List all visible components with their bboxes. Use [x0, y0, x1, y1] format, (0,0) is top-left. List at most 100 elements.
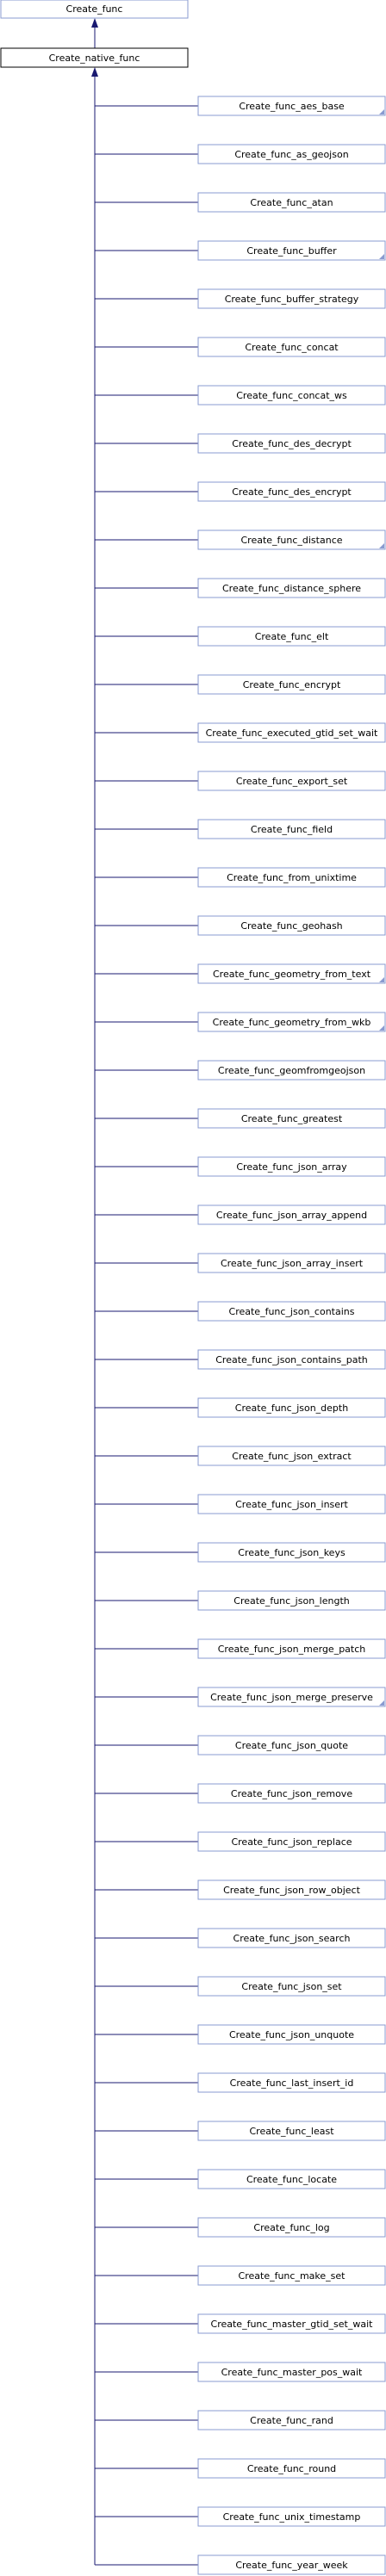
derived-class-node[interactable]: Create_func_json_array_append — [197, 1204, 386, 1225]
derived-class-label: Create_func_atan — [250, 197, 333, 208]
truncated-subtree-icon — [379, 977, 384, 982]
derived-class-node[interactable]: Create_func_des_encrypt — [197, 481, 386, 502]
derived-class-node[interactable]: Create_func_encrypt — [197, 674, 386, 695]
derived-class-label: Create_func_executed_gtid_set_wait — [206, 728, 378, 739]
derived-class-node[interactable]: Create_func_as_geojson — [197, 144, 386, 164]
derived-class-node[interactable]: Create_func_geometry_from_wkb — [197, 1012, 386, 1032]
derived-class-label: Create_func_des_encrypt — [232, 486, 352, 498]
derived-class-node[interactable]: Create_func_json_contains_path — [197, 1349, 386, 1370]
truncated-subtree-icon — [379, 1025, 384, 1031]
derived-class-label: Create_func_least — [249, 2126, 334, 2137]
derived-class-label: Create_func_json_unquote — [229, 2029, 354, 2040]
derived-class-node[interactable]: Create_func_locate — [197, 2169, 386, 2189]
derived-class-node[interactable]: Create_func_field — [197, 819, 386, 839]
derived-class-label: Create_func_json_replace — [231, 1836, 352, 1848]
derived-class-label: Create_func_concat — [245, 342, 339, 353]
arrowhead-icon — [91, 18, 98, 28]
derived-class-label: Create_func_json_set — [241, 1981, 342, 1992]
derived-class-label: Create_func_buffer — [246, 245, 337, 257]
derived-class-node[interactable]: Create_func_distance_sphere — [197, 578, 386, 598]
derived-class-node[interactable]: Create_func_geohash — [197, 915, 386, 936]
derived-class-node[interactable]: Create_func_json_quote — [197, 1735, 386, 1756]
derived-class-label: Create_func_json_keys — [238, 1547, 346, 1558]
derived-class-node[interactable]: Create_func_master_gtid_set_wait — [197, 2313, 386, 2334]
derived-class-node[interactable]: Create_func_unix_timestamp — [197, 2506, 386, 2527]
derived-class-label: Create_func_locate — [246, 2174, 337, 2185]
current-class-node: Create_native_func — [0, 47, 189, 68]
derived-class-label: Create_func_encrypt — [243, 679, 341, 690]
base-class-node[interactable]: Create_func — [0, 0, 189, 19]
derived-class-node[interactable]: Create_func_make_set — [197, 2265, 386, 2286]
derived-class-label: Create_func_json_depth — [235, 1403, 348, 1414]
derived-class-label: Create_func_json_quote — [235, 1740, 348, 1751]
derived-class-node[interactable]: Create_func_round — [197, 2458, 386, 2479]
derived-class-node[interactable]: Create_func_distance — [197, 529, 386, 550]
derived-class-node[interactable]: Create_func_elt — [197, 626, 386, 647]
derived-class-node[interactable]: Create_func_json_search — [197, 1928, 386, 1948]
derived-class-label: Create_func_master_pos_wait — [221, 2367, 363, 2378]
truncated-subtree-icon — [379, 543, 384, 548]
derived-class-node[interactable]: Create_func_export_set — [197, 771, 386, 791]
derived-class-label: Create_func_distance_sphere — [222, 583, 361, 594]
derived-class-node[interactable]: Create_func_json_array_insert — [197, 1253, 386, 1273]
derived-class-node[interactable]: Create_func_least — [197, 2121, 386, 2141]
derived-class-node[interactable]: Create_func_buffer — [197, 240, 386, 261]
derived-class-node[interactable]: Create_func_json_merge_preserve — [197, 1687, 386, 1707]
derived-class-nodes: Create_func_aes_baseCreate_func_as_geojs… — [197, 96, 386, 2575]
derived-class-node[interactable]: Create_func_json_unquote — [197, 2024, 386, 2045]
derived-class-node[interactable]: Create_func_json_remove — [197, 1783, 386, 1804]
derived-class-node[interactable]: Create_func_concat_ws — [197, 385, 386, 406]
derived-class-node[interactable]: Create_func_log — [197, 2217, 386, 2238]
arrowhead-icon — [91, 67, 98, 77]
derived-class-label: Create_func_export_set — [236, 776, 348, 787]
derived-class-node[interactable]: Create_func_geometry_from_text — [197, 963, 386, 984]
derived-class-label: Create_func_json_contains — [229, 1306, 355, 1317]
derived-class-node[interactable]: Create_func_geomfromgeojson — [197, 1060, 386, 1081]
derived-class-node[interactable]: Create_func_json_keys — [197, 1542, 386, 1563]
derived-class-node[interactable]: Create_func_concat — [197, 337, 386, 357]
derived-class-node[interactable]: Create_func_json_length — [197, 1590, 386, 1611]
derived-class-label: Create_func_geometry_from_text — [213, 969, 371, 980]
derived-class-label: Create_func_from_unixtime — [227, 872, 357, 883]
derived-class-node[interactable]: Create_func_greatest — [197, 1108, 386, 1129]
derived-class-label: Create_func_unix_timestamp — [223, 2511, 361, 2523]
derived-class-node[interactable]: Create_func_master_pos_wait — [197, 2362, 386, 2382]
derived-class-label: Create_func_json_merge_preserve — [210, 1692, 373, 1703]
derived-class-label: Create_func_json_contains_path — [215, 1354, 368, 1365]
derived-class-node[interactable]: Create_func_json_contains — [197, 1301, 386, 1322]
derived-class-node[interactable]: Create_func_last_insert_id — [197, 2072, 386, 2093]
derived-class-node[interactable]: Create_func_json_array — [197, 1156, 386, 1177]
derived-class-label: Create_func_field — [251, 824, 333, 835]
derived-class-node[interactable]: Create_func_des_decrypt — [197, 433, 386, 454]
derived-class-label: Create_func_geohash — [240, 920, 342, 932]
derived-class-node[interactable]: Create_func_json_merge_patch — [197, 1638, 386, 1659]
base-class-label: Create_func — [66, 3, 123, 15]
derived-class-node[interactable]: Create_func_from_unixtime — [197, 867, 386, 888]
derived-class-label: Create_func_json_merge_patch — [218, 1644, 366, 1655]
derived-class-node[interactable]: Create_func_aes_base — [197, 96, 386, 116]
derived-class-node[interactable]: Create_func_rand — [197, 2410, 386, 2430]
derived-class-label: Create_func_distance — [240, 535, 342, 546]
derived-class-label: Create_func_elt — [255, 631, 329, 642]
current-class-label: Create_native_func — [49, 53, 140, 64]
derived-class-label: Create_func_json_search — [233, 1933, 351, 1944]
derived-class-node[interactable]: Create_func_json_set — [197, 1976, 386, 1997]
derived-class-label: Create_func_log — [253, 2222, 329, 2233]
truncated-subtree-icon — [379, 109, 384, 115]
derived-class-node[interactable]: Create_func_json_replace — [197, 1831, 386, 1852]
derived-class-node[interactable]: Create_func_json_row_object — [197, 1879, 386, 1900]
derived-class-label: Create_func_json_array_append — [216, 1210, 367, 1221]
derived-class-node[interactable]: Create_func_buffer_strategy — [197, 288, 386, 309]
derived-class-node[interactable]: Create_func_atan — [197, 192, 386, 213]
derived-class-label: Create_func_rand — [250, 2415, 333, 2426]
derived-class-node[interactable]: Create_func_year_week — [197, 2554, 386, 2575]
derived-class-label: Create_func_geomfromgeojson — [218, 1065, 365, 1076]
derived-class-node[interactable]: Create_func_executed_gtid_set_wait — [197, 722, 386, 743]
derived-class-node[interactable]: Create_func_json_extract — [197, 1446, 386, 1466]
derived-class-node[interactable]: Create_func_json_depth — [197, 1397, 386, 1418]
derived-class-node[interactable]: Create_func_json_insert — [197, 1494, 386, 1514]
derived-class-label: Create_func_aes_base — [239, 101, 345, 112]
derived-class-label: Create_func_as_geojson — [234, 149, 348, 160]
derived-class-label: Create_func_buffer_strategy — [225, 294, 359, 305]
